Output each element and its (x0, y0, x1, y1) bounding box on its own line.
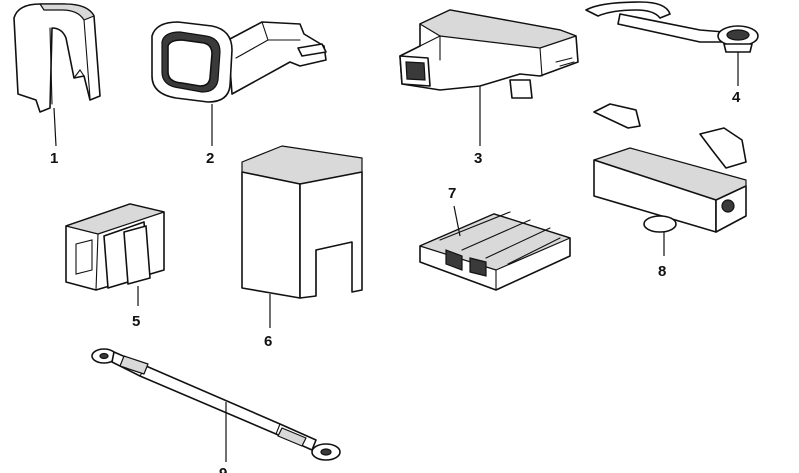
part-6-label: 6 (264, 333, 272, 350)
part-8-label: 8 (658, 263, 666, 280)
part-9-label: 9 (219, 465, 227, 473)
part-1-clip-drawing (13, 3, 101, 147)
part-4-bracket-drawing (585, 1, 759, 86)
part-5-terminal-block-drawing (65, 203, 165, 306)
part-5-label: 5 (132, 313, 140, 330)
part-8-holder-drawing (593, 103, 747, 256)
part-7-label: 7 (448, 185, 456, 202)
part-4-label: 4 (732, 89, 741, 106)
part-3-label: 3 (474, 150, 482, 167)
part-6-box-cap-drawing (241, 145, 363, 328)
part-3-cover-drawing (399, 9, 579, 146)
part-2-label: 2 (206, 150, 214, 167)
part-1-label: 1 (50, 150, 58, 167)
part-2-grommet-drawing (151, 21, 327, 146)
part-9-ground-strap-drawing (91, 348, 341, 462)
part-7-connector-block-drawing (419, 205, 571, 291)
